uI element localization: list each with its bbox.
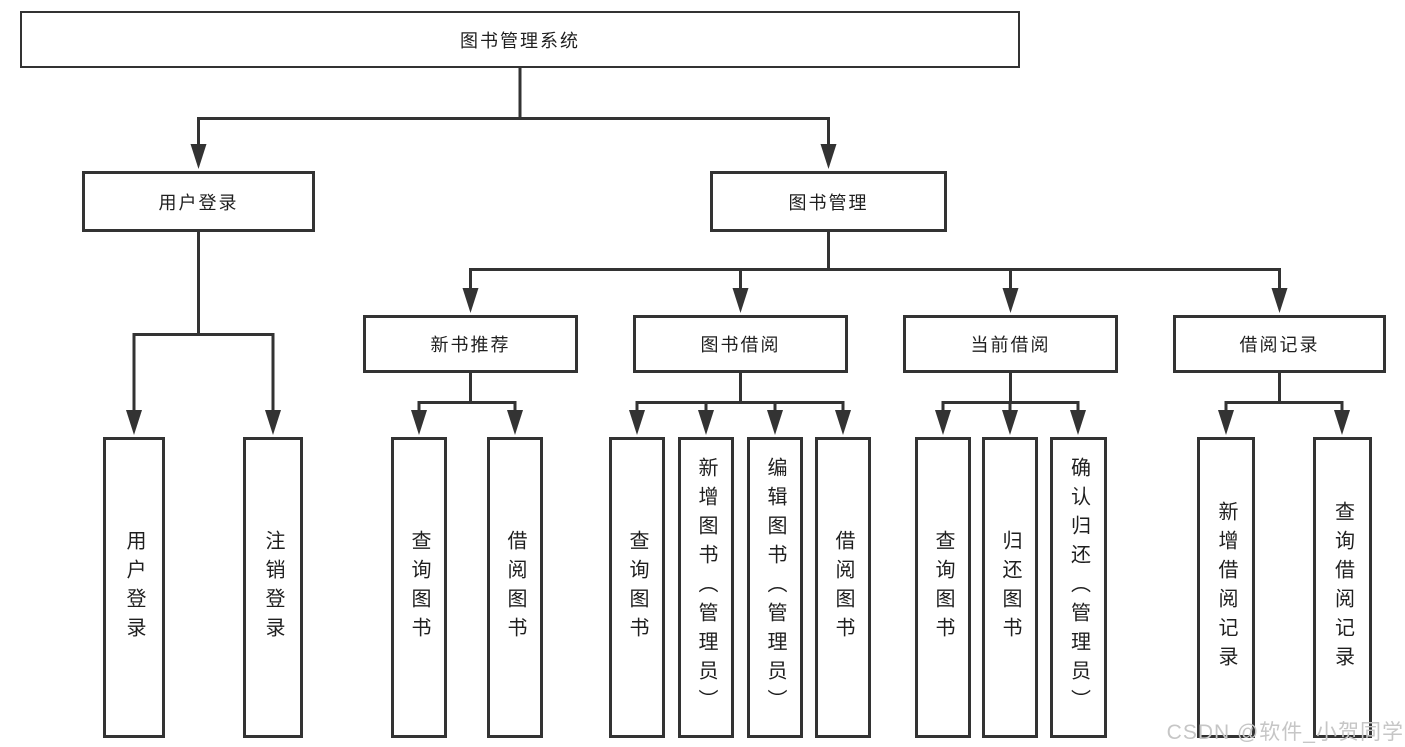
leaf-records-query-record: 查询借阅记录 <box>1313 437 1372 738</box>
leaf-current-query-books: 查询图书 <box>915 437 971 738</box>
node-borrow-records: 借阅记录 <box>1173 315 1386 373</box>
leaf-records-add-record: 新增借阅记录 <box>1197 437 1255 738</box>
leaf-borrow-edit-books-admin-label: 编辑图书（管理员） <box>764 457 786 718</box>
leaf-recommend-query-books-label: 查询图书 <box>408 529 430 646</box>
node-new-book-recommend: 新书推荐 <box>363 315 578 373</box>
node-root: 图书管理系统 <box>20 11 1020 68</box>
node-user-login-label: 用户登录 <box>158 192 239 213</box>
node-book-borrow-label: 图书借阅 <box>700 335 781 355</box>
leaf-borrow-add-books-admin: 新增图书（管理员） <box>678 437 734 738</box>
leaf-recommend-query-books: 查询图书 <box>391 437 447 738</box>
leaf-records-query-record-label: 查询借阅记录 <box>1331 500 1354 675</box>
leaf-current-confirm-return-admin-label: 确认归还（管理员） <box>1067 457 1090 718</box>
node-current-borrow-label: 当前借阅 <box>970 335 1051 355</box>
leaf-user-login-label: 用户登录 <box>123 529 145 646</box>
leaf-current-return-books-label: 归还图书 <box>999 529 1021 646</box>
watermark: CSDN @软件_小贺同学 <box>1166 721 1404 744</box>
leaf-user-login: 用户登录 <box>103 437 165 738</box>
node-book-management: 图书管理 <box>710 171 947 232</box>
leaf-borrow-borrow-books: 借阅图书 <box>815 437 871 738</box>
leaf-current-confirm-return-admin: 确认归还（管理员） <box>1050 437 1107 738</box>
node-current-borrow: 当前借阅 <box>903 315 1118 373</box>
leaf-borrow-query-books: 查询图书 <box>609 437 665 738</box>
node-root-label: 图书管理系统 <box>460 30 580 51</box>
node-user-login: 用户登录 <box>82 171 315 232</box>
leaf-borrow-edit-books-admin: 编辑图书（管理员） <box>747 437 803 738</box>
node-book-management-label: 图书管理 <box>788 192 869 213</box>
leaf-recommend-borrow-books: 借阅图书 <box>487 437 543 738</box>
leaf-current-return-books: 归还图书 <box>982 437 1038 738</box>
leaf-records-add-record-label: 新增借阅记录 <box>1215 500 1237 675</box>
leaf-borrow-borrow-books-label: 借阅图书 <box>832 529 854 646</box>
node-book-borrow: 图书借阅 <box>633 315 848 373</box>
leaf-logout: 注销登录 <box>243 437 303 738</box>
node-borrow-records-label: 借阅记录 <box>1239 335 1320 355</box>
node-new-book-recommend-label: 新书推荐 <box>430 335 511 355</box>
leaf-recommend-borrow-books-label: 借阅图书 <box>504 529 526 646</box>
leaf-current-query-books-label: 查询图书 <box>932 529 954 646</box>
leaf-logout-label: 注销登录 <box>262 529 284 646</box>
leaf-borrow-query-books-label: 查询图书 <box>626 529 648 646</box>
leaf-borrow-add-books-admin-label: 新增图书（管理员） <box>695 457 717 718</box>
